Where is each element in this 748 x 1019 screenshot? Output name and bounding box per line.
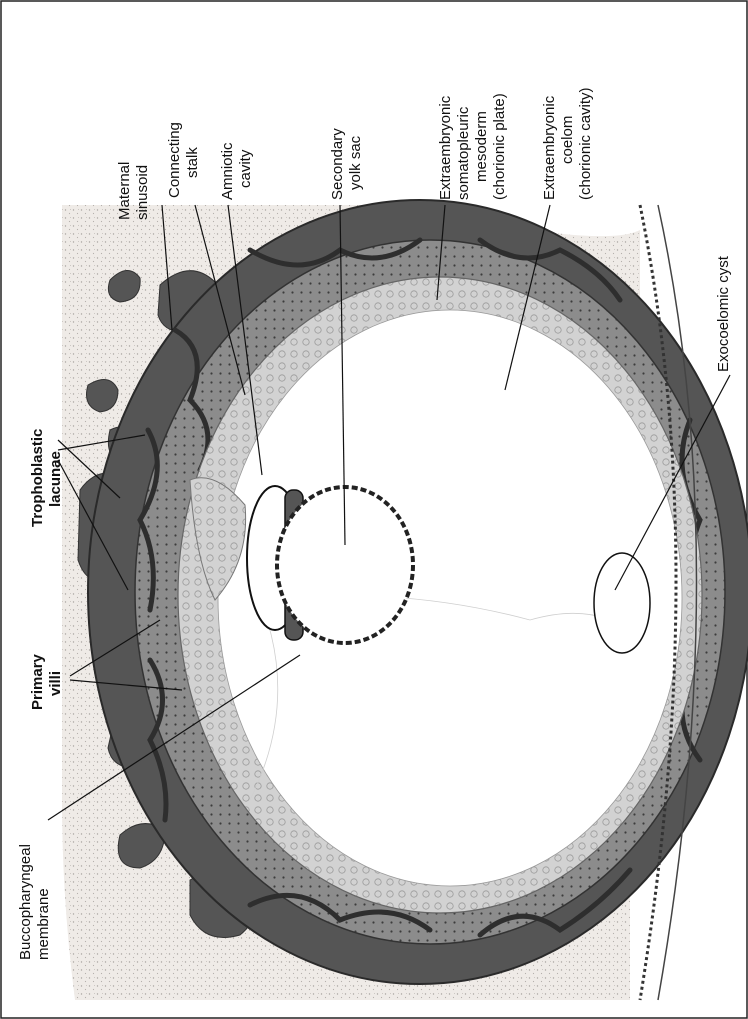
label-somatopleuric-1: Extraembryonic	[437, 95, 454, 200]
label-buccopharyngeal-2: membrane	[35, 888, 52, 960]
label-connecting-stalk-1: Connecting	[166, 122, 183, 198]
label-trophoblastic-lacunae-1: Trophoblastic	[29, 429, 46, 527]
label-amniotic-cavity-1: Amniotic	[219, 142, 236, 200]
label-somatopleuric-2: somatopleuric	[455, 106, 472, 200]
label-secondary-yolk-sac-2: yolk sac	[347, 135, 364, 190]
label-maternal-sinusoid-2: sinusoid	[134, 165, 151, 220]
label-trophoblastic-lacunae-2: lacunae	[47, 451, 64, 507]
label-coelom-3: (chorionic cavity)	[577, 87, 594, 200]
label-connecting-stalk-2: stalk	[184, 147, 201, 178]
label-amniotic-cavity-2: cavity	[237, 149, 254, 188]
label-maternal-sinusoid-1: Maternal	[116, 162, 133, 220]
label-coelom-1: Extraembryonic	[541, 95, 558, 200]
label-primary-villi-2: villi	[47, 671, 64, 696]
label-secondary-yolk-sac-1: Secondary	[329, 128, 346, 200]
label-coelom-2: coelom	[559, 116, 576, 164]
label-somatopleuric-3: mesoderm	[473, 111, 490, 182]
exocoelomic-cyst	[594, 553, 650, 653]
label-primary-villi-1: Primary	[29, 653, 46, 710]
label-somatopleuric-4: (chorionic plate)	[491, 93, 508, 200]
label-buccopharyngeal-1: Buccopharyngeal	[17, 844, 34, 960]
label-exocoelomic-cyst: Exocoelomic cyst	[715, 255, 732, 372]
